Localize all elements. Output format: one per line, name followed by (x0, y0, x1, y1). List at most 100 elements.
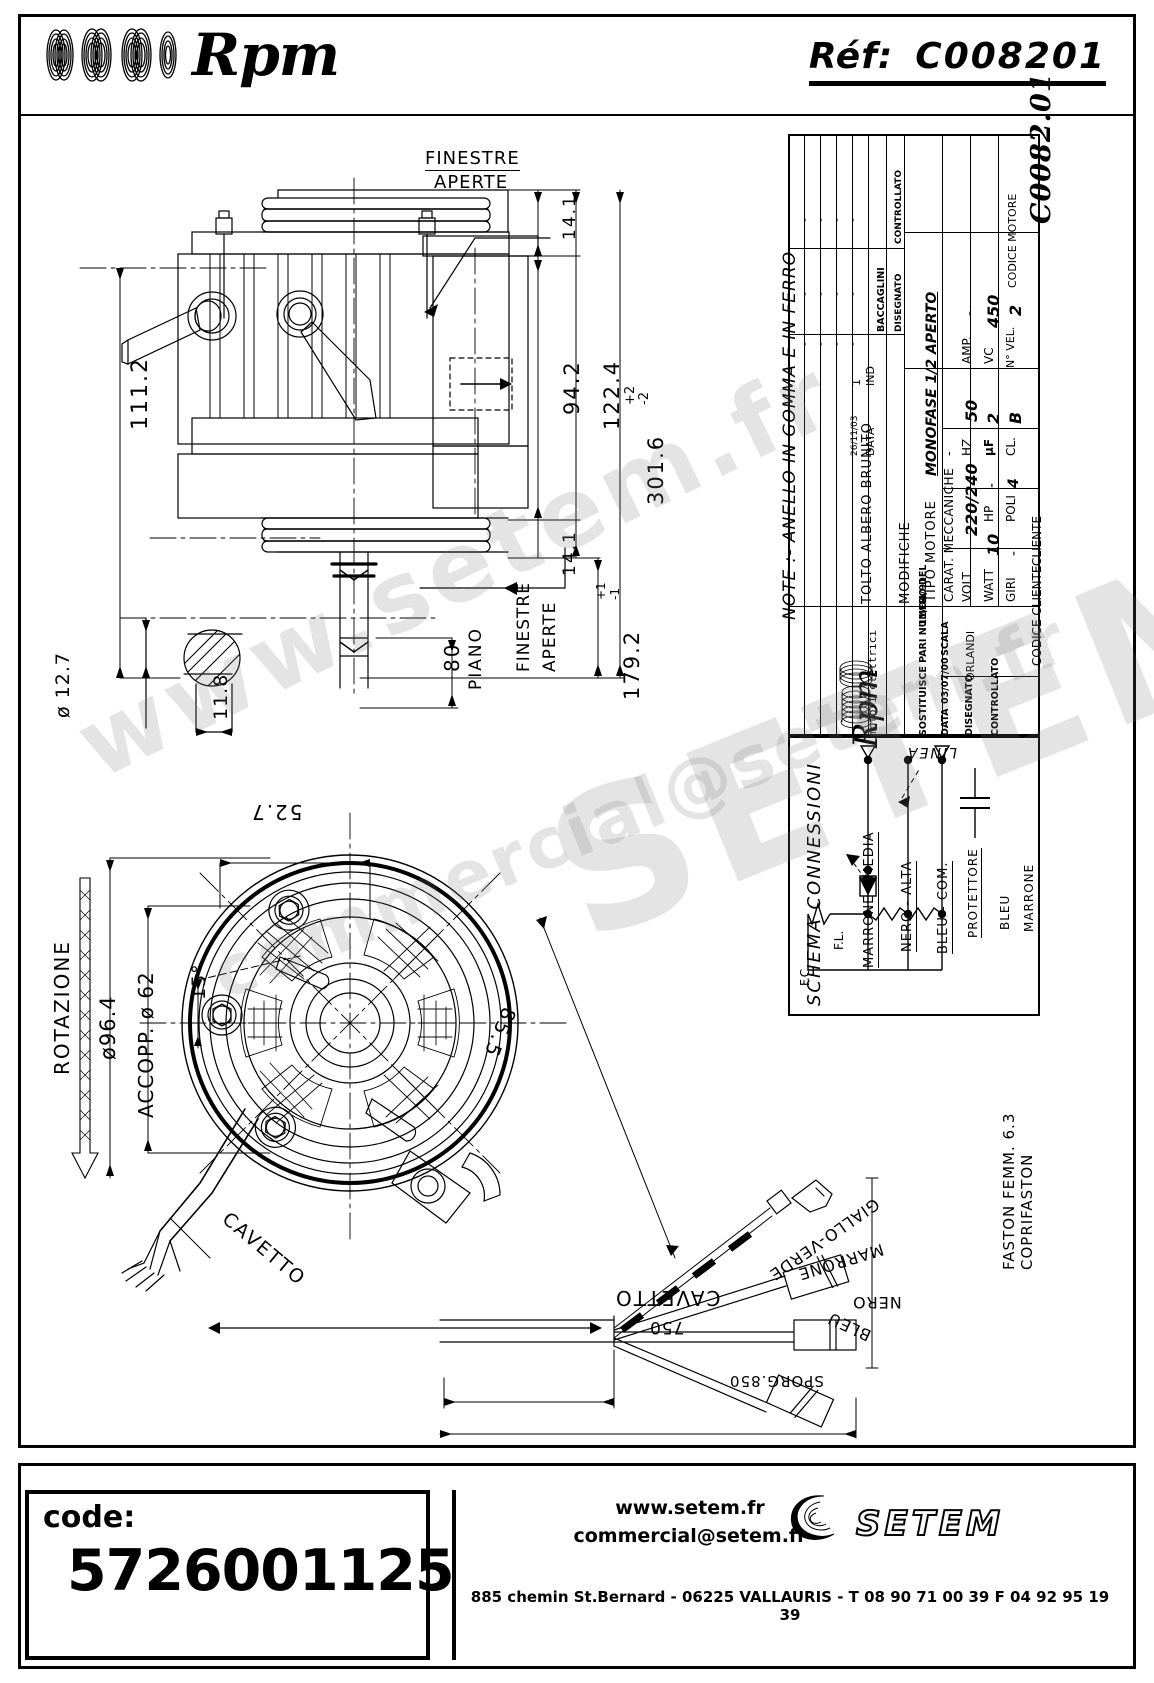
coil-icon-small (836, 654, 876, 735)
drawing-frame (18, 14, 1136, 1448)
tb-rev-data: 26/11/03 (850, 415, 860, 456)
tb-blank-8: - (814, 218, 827, 222)
rpm-logo: Rpm (40, 21, 340, 89)
tb-amp-label: AMP. (960, 336, 974, 364)
tb-blank-10: - (846, 218, 859, 222)
tb-codice-cliente: CODICE CLIENTE (1030, 565, 1044, 666)
tb-vc-label: VC (982, 347, 996, 364)
tb-blank-1: - (798, 342, 811, 346)
label-coprifaston: COPRIFASTON (1018, 1153, 1036, 1270)
ref-value: C008201 (915, 36, 1106, 77)
brand-name: Rpm (192, 21, 340, 89)
tb-vc-value: 450 (984, 294, 1003, 328)
tb-blank-6: - (846, 292, 859, 296)
footer-frame (18, 1463, 1136, 1669)
tb-disegnato-by: BACCAGLINI (876, 267, 887, 332)
callout-aperte-2: APERTE (540, 601, 560, 672)
code-value: 5726001125 (67, 1538, 455, 1604)
tb-cl-value: B (1006, 411, 1025, 424)
schema-fl: F.L. (832, 930, 846, 950)
callout-aperte: APERTE (434, 172, 509, 193)
tb-disegnato-value: ORLANDI (964, 630, 977, 681)
setem-logo: SETEM (790, 1492, 1004, 1555)
dim-piano-80: 80 (440, 642, 464, 672)
tb-hp-value: - (984, 482, 1000, 488)
schema-wire-bleu-com: BLEU - COM. (936, 861, 953, 954)
tb-blank-3: - (798, 292, 811, 296)
tb-poli-value: 4 (1006, 478, 1022, 488)
label-wire-nero: NERO (852, 1293, 902, 1312)
footer-website[interactable]: www.setem.fr (615, 1497, 765, 1519)
dim-shaft-tol-plus: +1 (594, 582, 608, 600)
dim-flat: 11.8 (210, 673, 232, 720)
tb-blank-2: - (846, 342, 859, 346)
schema-fc: F.C. (798, 965, 812, 986)
tb-col-disegnato: DISEGNATO (894, 273, 904, 332)
tb-poli-label: POLI (1004, 495, 1018, 522)
dim-accopp: ACCOPP. ø 62 (134, 971, 158, 1118)
tb-carat-value: - (942, 451, 957, 456)
callout-finestre-2: FINESTRE (514, 582, 534, 672)
reference-label: Réf:C008201 (808, 36, 1106, 86)
schema-linea: LINEA (906, 744, 957, 760)
dim-total-tol-minus: -2 (637, 392, 652, 405)
dim-top-flange: 14.1 (560, 194, 580, 240)
tb-giri-label: GIRI (1004, 577, 1018, 602)
tb-sostituisce-value: 11/04/91 (918, 576, 929, 626)
tb-data-label: DATA (864, 427, 877, 456)
title-block: BACCAGLINI DISEGNATO CONTROLLATO MODIFIC… (788, 72, 1057, 748)
tb-tipo-motore-value: MONOFASE 1/2 APERTO (924, 291, 940, 476)
footer-address: 885 chemin St.Bernard - 06225 VALLAURIS … (470, 1588, 1110, 1624)
setem-wordmark: SETEM (855, 1503, 1004, 1545)
footer-email[interactable]: commercial@setem.fr (573, 1524, 807, 1547)
label-rotazione: ROTAZIONE (50, 940, 74, 1075)
dim-shaft-tol-minus: -1 (608, 588, 622, 600)
callout-finestre: FINESTRE (425, 148, 520, 171)
tb-col-controllato: CONTROLLATO (894, 169, 904, 244)
tb-watt-value: 10 (984, 533, 1003, 556)
dim-total-tol-plus: +2 (623, 385, 638, 405)
tb-volt-value: 220/240 (962, 463, 981, 536)
tb-cliente-row: CLIENTE (1030, 515, 1044, 566)
tb-amp-value: - (962, 310, 978, 316)
dim-total-length: 301.6 (644, 434, 668, 505)
schema-connessioni-block: SCHEMA CONNESSIONI LINEA MARRONE - MEDIA… (788, 736, 1040, 1016)
tb-blank-5: - (830, 292, 843, 296)
tb-giri-value: - (1006, 550, 1022, 556)
schema-wire-marrone-media: MARRONE - MEDIA (862, 831, 879, 968)
dim-shaft-length: 179.2 (620, 629, 644, 700)
tb-scala-label: SCALA (940, 621, 951, 656)
footer-divider (452, 1490, 456, 1660)
tb-disegnato-label2: DISEGNATO (964, 674, 975, 736)
tb-blank-9: - (830, 218, 843, 222)
tb-hp-label: HP (982, 505, 996, 522)
tb-blank-4: - (814, 292, 827, 296)
tb-hz-label: HZ (960, 438, 974, 456)
tb-controllato-label2: CONTROLLATO (990, 657, 1001, 736)
dim-bolt-space: 52.7 (250, 800, 303, 824)
dim-sporg: SPORG.850 (729, 1372, 824, 1390)
tb-rev-ctrl: - (814, 342, 827, 346)
label-piano: PIANO (466, 627, 486, 690)
tb-uf-label: µF (982, 438, 996, 456)
dim-outer-dia: ø96.4 (96, 995, 120, 1060)
tb-drawing-code: C0082.01 (1026, 72, 1057, 224)
tb-blank-7: - (798, 218, 811, 222)
tb-hz-value: 50 (962, 399, 981, 422)
tb-rev-dis: - (830, 342, 843, 346)
tb-nvel-label: N° VEL. (1004, 326, 1017, 368)
tb-data2-label: DATA (940, 708, 951, 736)
tb-cl-label: CL. (1004, 437, 1018, 456)
label-cavetto-detail: CAVETTO (614, 1286, 721, 1310)
schema-protettore: PROTETTORE (966, 848, 982, 938)
dim-body-height: 94.2 (560, 360, 584, 415)
dim-shaft-dia: ø 12.7 (52, 652, 74, 718)
tb-rev-ind: 1 (850, 379, 863, 386)
dim-750: 750 (649, 1317, 685, 1337)
schema-marrone: MARRONE (1022, 863, 1036, 932)
dim-angle: 15° (188, 963, 210, 1000)
setem-swoosh-icon (790, 1492, 850, 1555)
tb-uf-value: 2 (984, 412, 1003, 424)
dim-bottom-flange: 14.1 (560, 530, 580, 576)
